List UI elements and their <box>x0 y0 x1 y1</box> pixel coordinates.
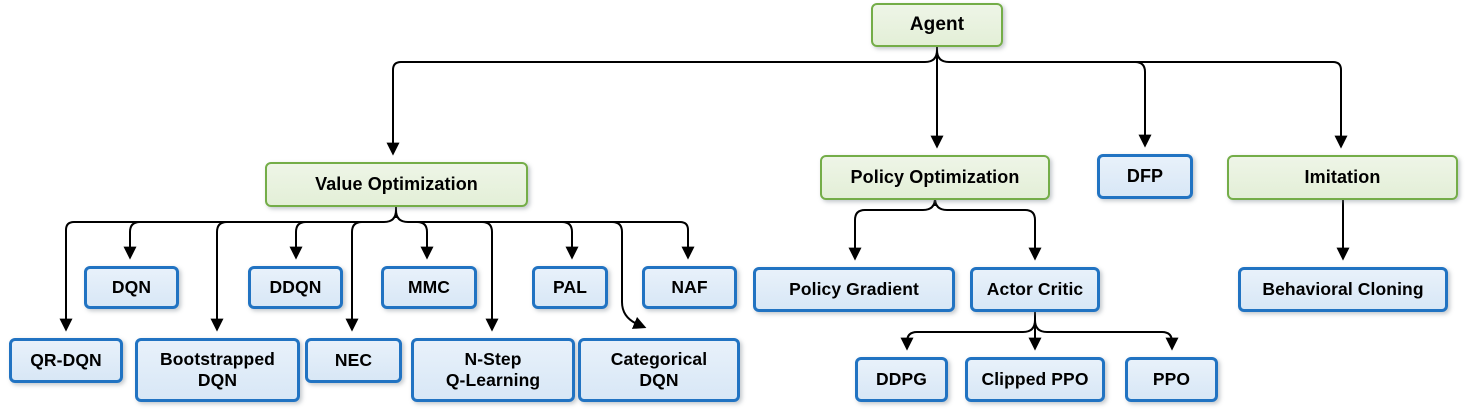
node-clipped-ppo: Clipped PPO <box>965 357 1105 402</box>
edge-value-optimization-ddqn <box>289 221 307 260</box>
node-bootstrapped-dqn: Bootstrapped DQN <box>135 338 300 402</box>
edge-actor-critic-ppo <box>1034 319 1179 351</box>
node-qr-dqn: QR-DQN <box>9 338 123 383</box>
node-behavioral-cloning: Behavioral Cloning <box>1238 267 1448 312</box>
edge-policy-optimization-policy-gradient <box>848 197 936 261</box>
node-value-optimization: Value Optimization <box>265 162 528 207</box>
edge-value-optimization-nec <box>345 221 363 332</box>
node-ddqn: DDQN <box>248 266 343 309</box>
edge-value-optimization-n-step-q-learning <box>481 221 499 332</box>
edge-value-optimization-bootstrapped-dqn <box>210 221 228 332</box>
edge-agent-value-optimization <box>386 49 938 156</box>
edge-value-optimization-pal <box>561 221 579 260</box>
edge-agent-dfp <box>1134 61 1152 148</box>
edge-value-optimization-dqn <box>123 221 141 260</box>
node-pal: PAL <box>532 266 608 309</box>
node-n-step-q-learning: N-Step Q-Learning <box>411 338 575 402</box>
node-policy-gradient: Policy Gradient <box>753 267 955 312</box>
node-mmc: MMC <box>381 266 477 309</box>
edge-policy-optimization-actor-critic <box>934 197 1042 261</box>
node-dqn: DQN <box>84 266 179 309</box>
node-naf: NAF <box>642 266 737 309</box>
node-agent: Agent <box>871 3 1003 47</box>
edge-value-optimization-categorical-dqn <box>611 221 647 329</box>
edge-actor-critic-ddpg <box>900 319 1036 351</box>
node-nec: NEC <box>305 338 402 383</box>
node-imitation: Imitation <box>1227 155 1458 200</box>
edge-value-optimization-mmc <box>416 221 434 260</box>
node-categorical-dqn: Categorical DQN <box>578 338 740 402</box>
edge-value-optimization-qr-dqn <box>59 209 397 332</box>
node-ppo: PPO <box>1125 357 1218 402</box>
node-dfp: DFP <box>1097 154 1193 199</box>
node-actor-critic: Actor Critic <box>970 267 1100 312</box>
edge-value-optimization-naf <box>395 209 695 260</box>
node-ddpg: DDPG <box>855 357 948 402</box>
edge-agent-imitation <box>936 49 1348 149</box>
node-policy-optimization: Policy Optimization <box>820 155 1050 200</box>
